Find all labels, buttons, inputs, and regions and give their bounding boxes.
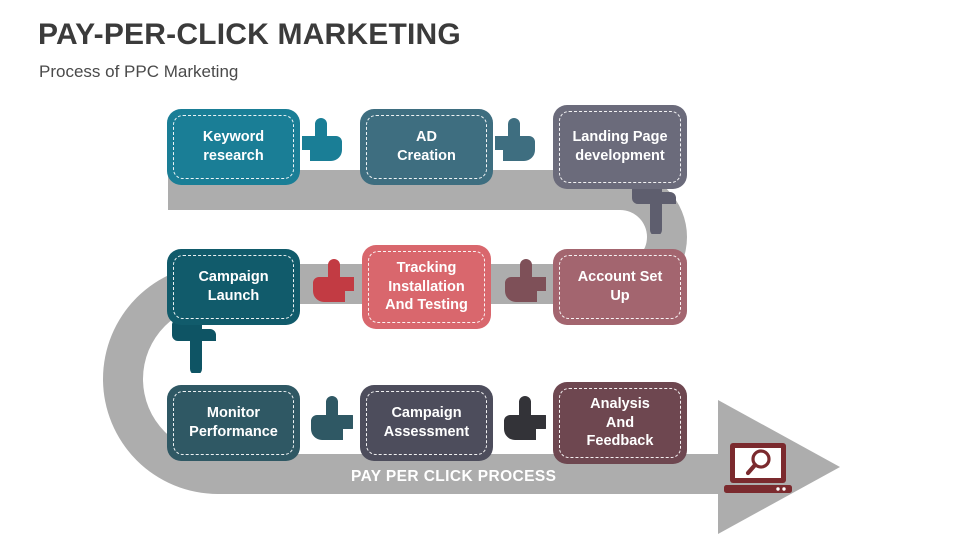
pointing-hand-left-icon — [313, 259, 354, 302]
process-step-label: Campaign Launch — [198, 269, 269, 304]
pointing-hand-down-icon — [172, 319, 216, 373]
process-step-tracking-installation-and-testing[interactable]: Tracking Installation And Testing — [362, 245, 491, 329]
process-step-label: Account Set Up — [577, 269, 663, 304]
pointing-hand-left-icon — [504, 396, 546, 440]
pointing-hand-left-icon — [505, 259, 546, 302]
process-step-label: Campaign Assessment — [383, 405, 470, 440]
pointing-hand-down-icon — [632, 182, 676, 234]
page-subtitle: Process of PPC Marketing — [39, 62, 239, 81]
pointing-hand-right-icon — [302, 118, 342, 161]
process-step-label: Analysis And Feedback — [586, 396, 654, 450]
serpentine-ribbon — [103, 170, 760, 494]
process-band-label: PAY PER CLICK PROCESS — [351, 468, 557, 485]
pointing-hand-left-icon — [311, 396, 353, 440]
process-step-label: Monitor Performance — [189, 405, 278, 440]
process-step-label: AD Creation — [397, 129, 456, 164]
laptop-search-icon — [724, 443, 792, 493]
process-step-monitor-performance[interactable]: Monitor Performance — [167, 385, 300, 461]
process-step-analysis-and-feedback[interactable]: Analysis And Feedback — [553, 382, 687, 464]
process-step-campaign-assessment[interactable]: Campaign Assessment — [360, 385, 493, 461]
process-step-keyword-research[interactable]: Keyword research — [167, 109, 300, 185]
process-step-campaign-launch[interactable]: Campaign Launch — [167, 249, 300, 325]
process-step-ad-creation[interactable]: AD Creation — [360, 109, 493, 185]
process-step-label: Keyword research — [202, 129, 265, 164]
process-step-label: Landing Page development — [572, 129, 668, 164]
process-step-landing-page-development[interactable]: Landing Page development — [553, 105, 687, 189]
page-title: PAY-PER-CLICK MARKETING — [38, 18, 461, 51]
process-step-label: Tracking Installation And Testing — [385, 260, 468, 314]
process-step-account-set-up[interactable]: Account Set Up — [553, 249, 687, 325]
pointing-hand-right-icon — [495, 118, 535, 161]
